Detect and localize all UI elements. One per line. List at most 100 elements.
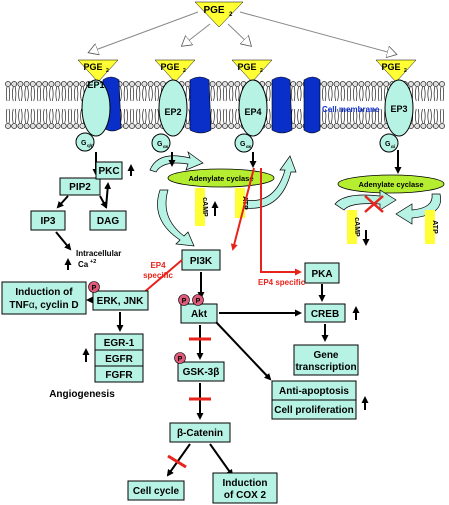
camp-ep3-box: cAMP <box>347 210 360 244</box>
lipid-head <box>184 123 191 129</box>
lipid-tail <box>12 86 17 102</box>
lipid-tail <box>328 86 333 102</box>
lipid-tail <box>5 108 11 124</box>
lipid-head <box>17 81 24 87</box>
gsk3b-label: GSK-3β <box>183 367 220 378</box>
gsk-phospho: P <box>174 352 186 364</box>
akt-phospho-1: P <box>178 294 190 306</box>
lipid-tail <box>74 86 79 102</box>
lipid-tail <box>297 108 302 124</box>
ep3-g-sub: αi <box>391 144 395 149</box>
lipid-tail <box>229 86 234 102</box>
cell-proliferation-label: Cell proliferation <box>274 405 353 416</box>
cell-membrane-label: Cell membrane <box>322 105 380 114</box>
lipid-head <box>439 81 445 87</box>
lipid-head <box>228 81 235 87</box>
camp-label: cAMP <box>201 197 208 217</box>
dag-to-pkc-arrow <box>104 182 112 209</box>
dag-node: DAG <box>89 210 127 231</box>
lipid-head <box>147 123 154 129</box>
receptor-ep4: PGE 2 EP4 G αs <box>231 59 273 153</box>
lipid-tail <box>427 86 432 102</box>
lipid-head <box>333 81 340 87</box>
lipid-head <box>141 123 148 129</box>
lipid-tail <box>340 86 345 102</box>
lipid-head <box>42 123 49 129</box>
cycle-arrow-top-left <box>149 151 204 173</box>
lipid-tail <box>377 108 383 124</box>
lipid-head <box>5 123 11 129</box>
lipid-tail <box>421 86 426 102</box>
pip2-to-ip3-arrow <box>56 195 69 209</box>
lipid-tail <box>43 86 48 102</box>
lipid-tail <box>439 108 445 124</box>
ep4-label: EP4 <box>244 107 261 117</box>
lipid-tail <box>371 108 376 124</box>
akt-node: Akt <box>180 303 218 324</box>
lipid-tail <box>235 86 240 102</box>
atp-ep3-box: ATP <box>425 210 438 244</box>
pge2-top-label: PGE <box>203 5 224 16</box>
lipid-tail <box>365 108 370 124</box>
ip3-label: IP3 <box>40 216 55 227</box>
lipid-head <box>67 81 73 87</box>
pka-label: PKA <box>311 269 332 280</box>
ep4-ligand-sub: 2 <box>260 68 263 74</box>
channel-3 <box>271 76 293 134</box>
cell-cycle-label: Cell cycle <box>133 486 180 497</box>
ip3-node: IP3 <box>30 210 66 231</box>
lipid-tail <box>136 108 141 124</box>
lipid-head <box>36 123 42 129</box>
lipid-tail <box>55 108 60 124</box>
lipid-head <box>370 123 377 129</box>
lipid-head <box>141 81 148 87</box>
pkc-node: PKC <box>95 161 123 180</box>
lipid-head <box>215 81 222 87</box>
ep1-g-sub: q/p <box>87 143 94 148</box>
lipid-tail <box>142 86 147 102</box>
anti-apoptosis-node: Anti-apoptosis <box>271 380 357 401</box>
lipid-head <box>290 81 297 87</box>
lipid-head <box>73 123 80 129</box>
fgfr-node: FGFR <box>94 365 144 383</box>
creb-label: CREB <box>311 309 339 320</box>
lipid-tail <box>322 108 327 124</box>
ep2-g-label: G <box>157 141 163 148</box>
lipid-head <box>321 81 328 87</box>
catenin-to-cellcycle-arrow <box>166 443 191 477</box>
beta-catenin-label: β-Catenin <box>177 428 223 439</box>
lipid-head <box>153 123 160 129</box>
lipid-head <box>129 81 135 87</box>
lipid-tail <box>346 86 352 102</box>
lipid-head <box>265 123 272 129</box>
lipid-head <box>352 123 359 129</box>
lipid-head <box>265 81 272 87</box>
ep1-g-label: G <box>81 140 87 147</box>
ep1-ligand-label: PGE <box>83 62 102 72</box>
lipid-head <box>327 123 334 129</box>
adenylate-cyclase-ep2-ep4: Adenylate cyclase <box>167 168 275 188</box>
ep3-inhibition-x <box>364 195 384 213</box>
lipid-tail <box>216 86 221 102</box>
channel-4 <box>303 76 321 134</box>
fgfr-label: FGFR <box>105 370 133 381</box>
lipid-tail <box>55 86 60 102</box>
beta-catenin-node: β-Catenin <box>169 422 231 443</box>
ep4-specific-1-line2: specific <box>143 271 173 280</box>
lipid-head <box>54 81 61 87</box>
lipid-head <box>333 123 340 129</box>
lipid-tail <box>340 108 345 124</box>
lipid-tail <box>427 108 432 124</box>
akt-label: Akt <box>191 309 208 320</box>
ca-label-line1: Intracellular <box>76 249 121 258</box>
lipid-head <box>358 81 365 87</box>
lipid-head <box>147 81 154 87</box>
lipid-head <box>5 81 11 87</box>
lipid-tail <box>328 108 333 124</box>
lipid-head <box>414 81 421 87</box>
erk-phospho: P <box>88 281 100 293</box>
gene-line2: transcription <box>295 362 356 373</box>
egfr-label: EGFR <box>105 354 134 365</box>
ep2-ligand-label: PGE <box>160 62 179 72</box>
lipid-tail <box>5 86 11 102</box>
